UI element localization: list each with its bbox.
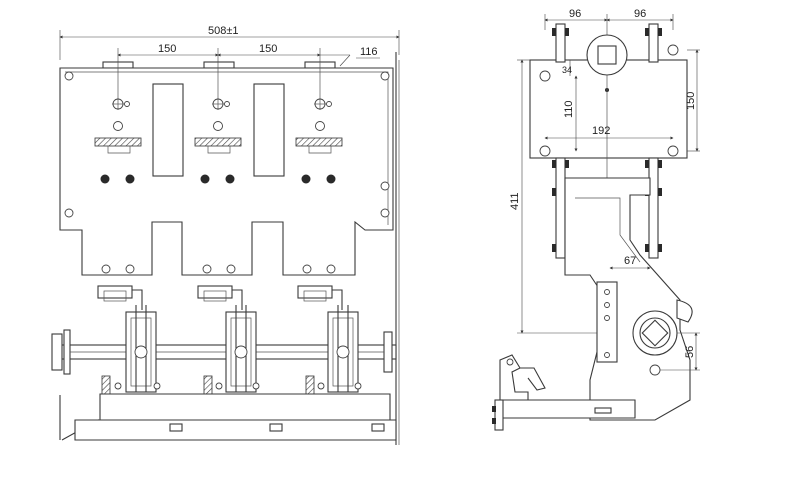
dim-label-height-inner: 110	[563, 100, 575, 118]
side-bracket	[564, 177, 691, 421]
dim-overall-width: 508±1	[59, 25, 400, 60]
dim-label-edge-offset: 116	[360, 46, 378, 58]
linkage-3	[327, 305, 359, 393]
dim-label-pole-spacing-1: 150	[158, 43, 176, 55]
springs	[101, 375, 362, 395]
front-view: 508±1 150 150 116	[51, 25, 400, 445]
dim-label-pole-spacing-2: 150	[259, 43, 277, 55]
dim-box: 34 110 150 192	[544, 49, 700, 152]
dim-label-top-left: 96	[569, 8, 581, 20]
base-rail	[499, 399, 636, 419]
studs	[552, 23, 662, 259]
dim-label-shaft-offset: 67	[624, 255, 636, 267]
dim-label-offset-small: 34	[562, 65, 572, 75]
linkage-2	[225, 305, 257, 393]
top-tabs	[102, 61, 336, 69]
pole-3-upper	[295, 62, 343, 184]
dim-label-height-outer: 150	[685, 92, 697, 110]
terminals	[97, 285, 343, 310]
base-frame	[59, 393, 397, 441]
dim-label-overall-height: 411	[509, 192, 521, 210]
dim-pole-spacing: 150 150 116	[117, 43, 380, 67]
linkage-1	[125, 305, 157, 393]
dim-label-width-mid: 192	[592, 125, 610, 137]
dim-top: 96 96	[544, 8, 674, 38]
pole-1-upper	[94, 62, 142, 184]
dim-bottom: 56	[660, 332, 700, 371]
dim-label-overall-width: 508±1	[208, 25, 239, 37]
upper-housing	[529, 59, 688, 159]
main-plate	[59, 67, 394, 276]
window-1	[152, 83, 184, 177]
dim-label-bottom-height: 56	[684, 346, 696, 358]
vertical-link	[596, 281, 618, 363]
pole-2-upper	[194, 62, 242, 184]
side-view: 96 96	[492, 8, 700, 431]
dim-label-top-right: 96	[634, 8, 646, 20]
window-2	[253, 83, 285, 177]
